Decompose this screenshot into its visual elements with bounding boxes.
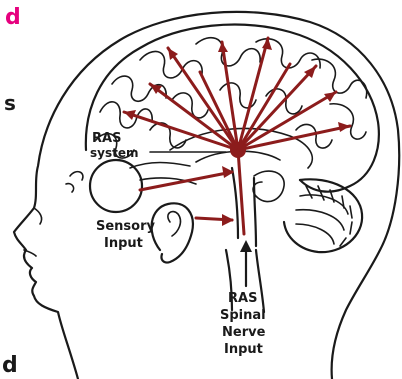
cerebellum	[284, 179, 362, 252]
edge-fragment-bottom: d	[2, 353, 18, 378]
sensory-input-arrowhead	[222, 214, 234, 226]
ras-brainstem-pathway	[238, 150, 244, 234]
spinal-input-arrowhead	[240, 240, 252, 252]
edge-fragment-top: d	[5, 5, 21, 30]
ras-system-label-line1: RAS	[92, 131, 121, 146]
temporal-fold	[253, 171, 284, 202]
spinal-input-label-line1: RAS	[228, 291, 257, 306]
spinal-input-label-line4: Input	[224, 342, 263, 357]
sensory-input-label-line1: Sensory	[96, 219, 156, 234]
face-detail	[34, 208, 42, 224]
sensory-input-label-line2: Input	[104, 236, 143, 251]
ras-system-label-line2: system	[90, 146, 139, 160]
head-outline	[14, 12, 399, 379]
eye-input-pathway	[140, 172, 232, 190]
ear	[152, 203, 193, 262]
spinal-input-label-line2: Spinal	[220, 308, 266, 323]
mouth-detail	[24, 250, 36, 256]
edge-fragment-mid: s	[4, 91, 16, 115]
spinal-input-label-line3: Nerve	[222, 325, 266, 340]
